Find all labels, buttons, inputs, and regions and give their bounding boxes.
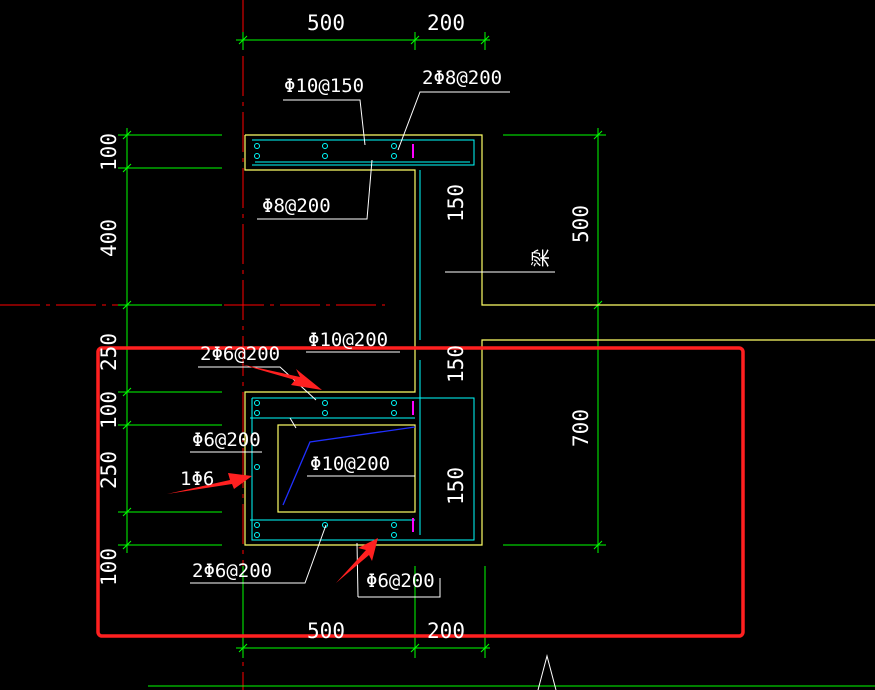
dim-left-100-b: 100 xyxy=(97,391,121,429)
member-outline xyxy=(244,135,875,546)
highlight-box xyxy=(96,346,745,638)
dim-left-250-b: 250 xyxy=(97,451,121,489)
dim-bottom-200: 200 xyxy=(427,619,465,643)
dim-top-200: 200 xyxy=(427,11,465,35)
dim-inner-150-c: 150 xyxy=(444,467,468,505)
dim-right-700: 700 xyxy=(569,409,593,447)
arrow-left xyxy=(167,473,252,494)
dim-right-500: 500 xyxy=(569,205,593,243)
label-phi10-200-upper: Φ10@200 xyxy=(308,329,388,351)
label-2phi6-200-lower: 2Φ6@200 xyxy=(192,560,272,582)
beam-label: 梁 xyxy=(530,248,552,267)
label-phi10-200-inner: Φ10@200 xyxy=(310,453,390,475)
label-phi10-150: Φ10@150 xyxy=(284,75,364,97)
rebar-lines xyxy=(250,139,475,541)
rebar-label-texts: Φ10@150 2Φ8@200 Φ8@200 2Φ6@200 Φ10@200 Φ… xyxy=(180,67,552,592)
slab-top-outline xyxy=(245,134,875,306)
rebar-dots xyxy=(254,143,397,538)
dim-bottom-500: 500 xyxy=(307,619,345,643)
annotation-arrows xyxy=(167,364,378,583)
label-phi6-200-lower: Φ6@200 xyxy=(366,570,435,592)
dim-left-250-a: 250 xyxy=(97,333,121,371)
dim-left-100-a: 100 xyxy=(97,133,121,171)
label-phi6-200-left: Φ6@200 xyxy=(192,429,261,451)
dim-left-400: 400 xyxy=(97,219,121,257)
dim-inner-150-a: 150 xyxy=(444,184,468,222)
label-phi8-200: Φ8@200 xyxy=(262,195,331,217)
bent-bar xyxy=(282,426,416,506)
label-1phi6: 1Φ6 xyxy=(180,468,214,490)
arrow-lower xyxy=(336,538,378,583)
dimension-lines xyxy=(118,32,875,687)
inner-opening xyxy=(277,424,416,513)
label-2phi6-200-upper: 2Φ6@200 xyxy=(200,343,280,365)
dim-top-500: 500 xyxy=(307,11,345,35)
label-2phi8-200: 2Φ8@200 xyxy=(422,67,502,89)
arrow-upper xyxy=(240,364,322,390)
dim-left-100-c: 100 xyxy=(97,548,121,586)
dim-inner-150-b: 150 xyxy=(444,345,468,383)
dimension-texts: 500 200 500 200 100 400 250 100 250 100 … xyxy=(97,11,593,643)
leader-lines xyxy=(190,91,557,690)
